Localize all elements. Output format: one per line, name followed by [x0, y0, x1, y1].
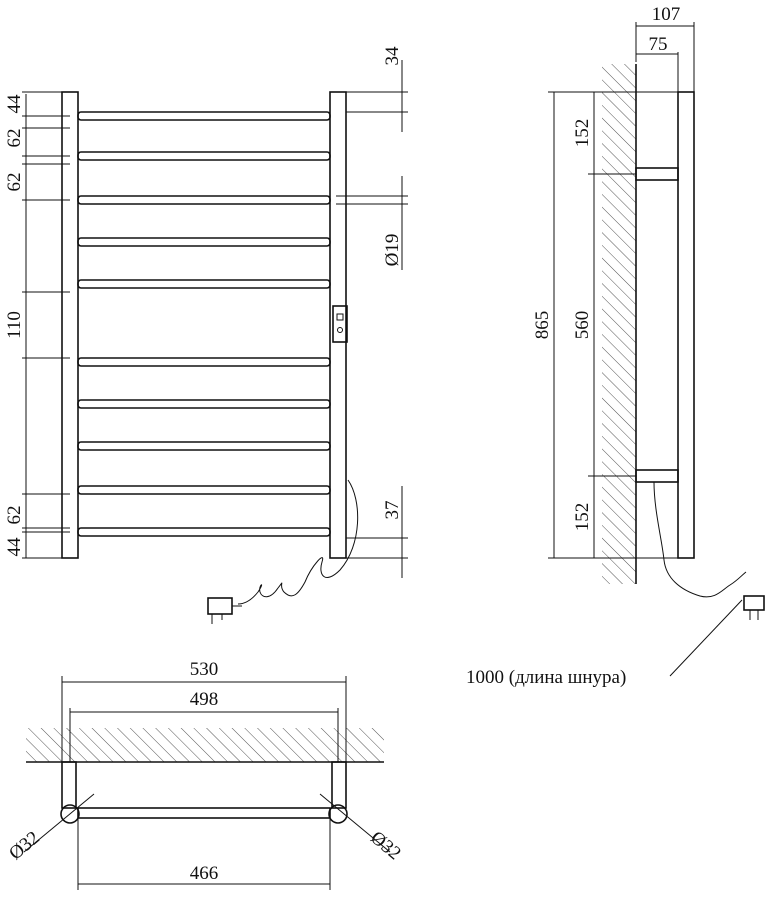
- dim-bracket-bottom: 152: [572, 503, 593, 532]
- side-post: [677, 91, 695, 559]
- dim-pitch-gap: 110: [4, 311, 25, 339]
- dim-pitch-c: 62: [4, 506, 25, 525]
- dim-pitch-b: 62: [4, 173, 25, 192]
- power-cord: [237, 479, 359, 605]
- dim-width-total: 530: [190, 659, 219, 680]
- dim-height-total: 865: [532, 311, 553, 340]
- side-view: 107 75 865 152 560 152 1000 (длина шнура…: [466, 4, 765, 688]
- rail-2: [77, 151, 331, 161]
- side-plug: [743, 595, 765, 611]
- rail-9: [77, 485, 331, 495]
- control-indicator: [337, 327, 343, 333]
- dim-bottom-offset: 37: [382, 501, 403, 520]
- side-wall-hatch: [602, 64, 636, 584]
- front-view: 44 62 62 110 62 44 34 Ø19 37: [4, 46, 408, 624]
- control-box: [332, 305, 348, 343]
- top-left-post-section: [60, 804, 80, 824]
- rail-5: [77, 279, 331, 289]
- top-wall-hatch: [26, 728, 384, 762]
- cord-length-note: 1000 (длина шнура): [466, 667, 626, 688]
- dim-pitch-a: 62: [4, 129, 25, 148]
- dim-bracket-top: 152: [572, 119, 593, 148]
- dim-top-offset: 34: [382, 46, 403, 66]
- top-rail: [77, 807, 331, 819]
- bracket-top: [635, 167, 679, 181]
- rail-10: [77, 527, 331, 537]
- dim-post-diameter-right: Ø32: [366, 827, 405, 864]
- rail-7: [77, 399, 331, 409]
- rail-6: [77, 357, 331, 367]
- top-right-post-section: [328, 804, 348, 824]
- dim-pitch-bottom: 44: [4, 537, 25, 557]
- dim-post-diameter-left: Ø32: [5, 827, 44, 864]
- dim-depth-wall: 75: [649, 34, 668, 55]
- top-view: 530 498 466 Ø32 Ø32: [5, 659, 405, 890]
- dim-pitch-top: 44: [4, 94, 25, 114]
- dim-tube-diameter: Ø19: [382, 234, 403, 267]
- control-button: [336, 313, 344, 321]
- bracket-bottom: [635, 469, 679, 483]
- rail-1: [77, 111, 331, 121]
- rail-4: [77, 237, 331, 247]
- rail-3: [77, 195, 331, 205]
- rail-8: [77, 441, 331, 451]
- power-plug: [207, 597, 233, 615]
- right-post: [329, 91, 347, 559]
- dim-width-inner: 466: [190, 863, 219, 884]
- dim-depth-total: 107: [652, 4, 681, 25]
- dim-bracket-spacing: 560: [572, 311, 593, 340]
- rails: [77, 111, 331, 537]
- side-power-cord: [653, 481, 747, 598]
- left-post: [61, 91, 79, 559]
- top-left-post: [61, 761, 77, 809]
- dim-width-axis: 498: [190, 689, 219, 710]
- top-right-post: [331, 761, 347, 809]
